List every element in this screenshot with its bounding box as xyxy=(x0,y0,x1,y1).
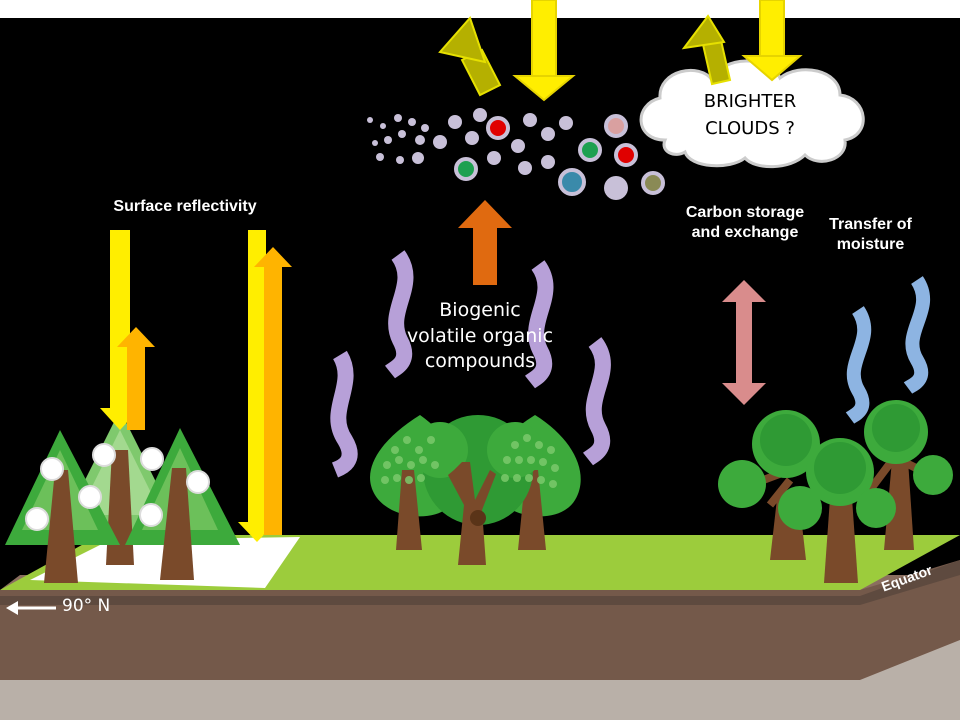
carbon-double-arrow xyxy=(722,280,766,405)
snow-balls xyxy=(25,443,210,531)
down-arrow-right xyxy=(741,0,803,82)
moisture-waves xyxy=(845,276,930,424)
bvoc-label: Biogenic volatile organic compounds xyxy=(406,299,554,373)
up-arrow-left xyxy=(438,16,502,97)
down-arrow-center xyxy=(512,0,576,102)
temperate-tree-center xyxy=(412,415,543,565)
tropical-trees xyxy=(718,400,953,583)
pole-arrow-icon xyxy=(6,601,56,615)
cloud xyxy=(639,59,865,169)
carbon-label: Carbon storage and exchange xyxy=(685,204,805,241)
surface-reflectivity-label: Surface reflectivity xyxy=(113,198,257,215)
reflect-arrow-left xyxy=(117,327,155,430)
brighter-clouds-label: BRIGHTER CLOUDS ? xyxy=(703,91,797,139)
leaf-texture xyxy=(381,434,559,488)
reflect-arrow-right xyxy=(254,247,292,535)
up-arrow-right xyxy=(681,14,732,86)
rock-layer xyxy=(0,640,960,720)
bvoc-arrow xyxy=(458,200,512,285)
bvoc-waves xyxy=(330,250,611,478)
pole-label: 90° N xyxy=(62,596,111,616)
aerosol-particles xyxy=(367,108,628,200)
soil-top-edge xyxy=(0,560,960,605)
colored-aerosols xyxy=(454,114,665,196)
moisture-label: Transfer of moisture xyxy=(829,216,912,253)
